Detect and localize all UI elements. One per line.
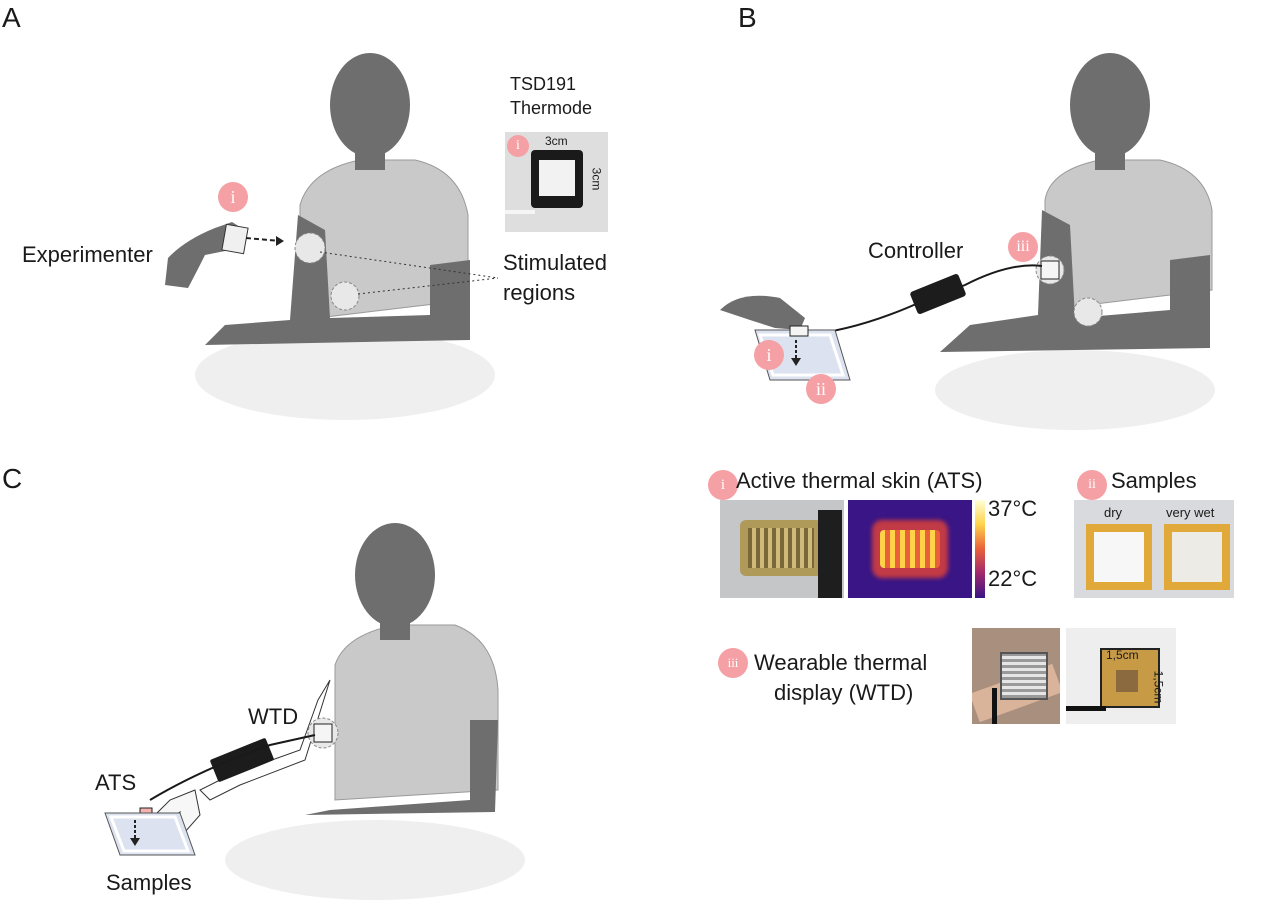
sample-verywet-label: very wet xyxy=(1166,505,1215,520)
panel-letter-c: C xyxy=(2,463,23,494)
ats-label: ATS xyxy=(95,770,137,795)
wtd-dim-h: 1,5cm xyxy=(1151,670,1166,704)
legend-wtd-title-1: Wearable thermal xyxy=(754,650,928,675)
thermode-plate xyxy=(539,160,575,196)
stimulated-label-2: regions xyxy=(503,280,576,305)
experimenter-hand-b xyxy=(720,295,805,330)
legend-wtd-title-2: display (WTD) xyxy=(774,680,914,705)
legend-ats-title: Active thermal skin (ATS) xyxy=(736,468,983,493)
badge-b-i: i xyxy=(754,340,784,370)
head-a xyxy=(330,53,410,157)
table-shadow-c xyxy=(225,820,525,900)
neck-c xyxy=(380,615,410,640)
wtd-device-c xyxy=(313,723,333,743)
device-title-2: Thermode xyxy=(510,98,593,118)
device-title-1: TSD191 xyxy=(510,74,577,94)
head-c xyxy=(355,523,435,627)
stimulated-label-1: Stimulated xyxy=(503,250,607,275)
legend-samples-badge: ii xyxy=(1077,470,1107,500)
wtd-photo-cable xyxy=(992,688,997,724)
stim-region-b xyxy=(1073,297,1103,327)
controller-label: Controller xyxy=(868,238,964,263)
wtd-worn-photo xyxy=(972,628,1060,724)
table-shadow-b xyxy=(935,350,1215,430)
stim-region-2 xyxy=(330,281,360,311)
controller-box xyxy=(910,274,966,314)
experimenter-label: Experimenter xyxy=(22,242,153,267)
probe-arrow xyxy=(245,237,281,242)
samples-label: Samples xyxy=(106,870,192,895)
sample-dry-pad xyxy=(1094,532,1144,582)
stim-region-1 xyxy=(294,232,326,264)
cable-c xyxy=(149,734,316,801)
badge-b-ii: ii xyxy=(806,374,836,404)
panel-letter-b: B xyxy=(738,2,757,33)
temperature-colorbar xyxy=(975,500,985,598)
heat-core xyxy=(880,530,940,568)
sample-dry-label: dry xyxy=(1104,505,1123,520)
arms-a xyxy=(205,215,470,345)
temp-high-label: 37°C xyxy=(988,496,1038,521)
neck-b xyxy=(1095,145,1125,170)
prosthetic-arm-c xyxy=(199,679,331,801)
probe-arrowhead xyxy=(276,236,284,246)
legend-samples-title: Samples xyxy=(1111,468,1197,493)
thermode-photo: 3cm 3cm i xyxy=(505,132,608,232)
panel-letter-a: A xyxy=(2,2,21,33)
sample-wet-pad xyxy=(1172,532,1222,582)
ats-photo-clip xyxy=(818,510,842,598)
ats-thermal-image xyxy=(848,500,972,598)
wtd-closeup-photo: 1,5cm 1,5cm xyxy=(1066,628,1176,724)
wtd-closeup-pad xyxy=(1116,670,1138,692)
temp-low-label: 22°C xyxy=(988,566,1038,591)
ats-photo xyxy=(720,500,844,598)
wtd-closeup-cable xyxy=(1066,706,1106,711)
head-b xyxy=(1070,53,1150,157)
shirt-c xyxy=(334,624,499,801)
neck-a xyxy=(355,145,385,170)
right-arm-c xyxy=(305,720,498,815)
sample-plate-c xyxy=(104,812,196,856)
wtd-dim-w: 1,5cm xyxy=(1106,648,1139,662)
samples-photo: dry very wet xyxy=(1074,500,1234,598)
table-shadow-a xyxy=(195,330,495,420)
thermode-dim-w: 3cm xyxy=(545,134,568,148)
wtd-device-b xyxy=(1040,260,1060,280)
ats-b xyxy=(789,325,809,337)
arms-b xyxy=(940,210,1210,352)
stim-line-2 xyxy=(357,277,499,295)
badge-a-i: i xyxy=(218,182,248,212)
badge-b-iii: iii xyxy=(1008,232,1038,262)
ats-photo-pattern xyxy=(748,528,814,568)
wtd-photo-device xyxy=(1000,652,1048,700)
wtd-label: WTD xyxy=(248,704,299,729)
thermode-photo-badge: i xyxy=(507,135,529,157)
thermode-cable xyxy=(505,210,535,214)
thermode-probe xyxy=(221,223,249,255)
shirt-a xyxy=(299,159,469,321)
legend-wtd-badge: iii xyxy=(718,648,748,678)
legend-ats-badge: i xyxy=(708,470,738,500)
